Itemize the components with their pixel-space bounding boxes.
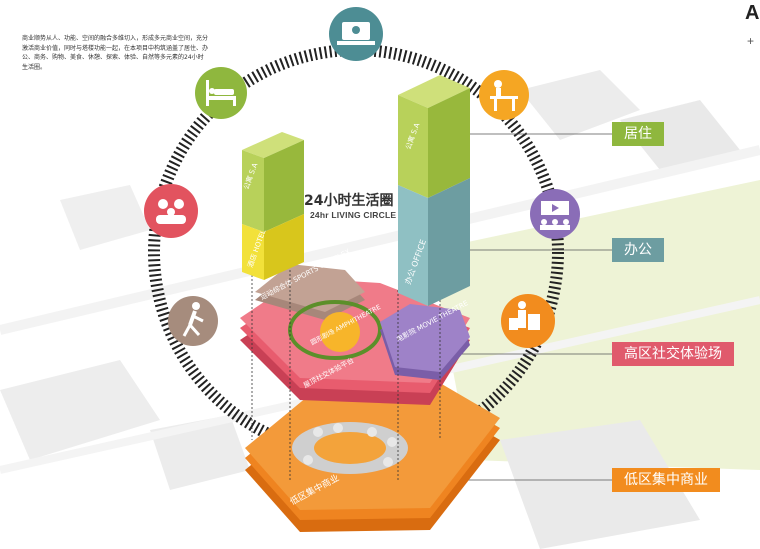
right-tower: 公寓 S.A 办公 OFFICE	[398, 75, 470, 306]
left-tower: 公寓 S.A 酒店 HOTEL	[241, 132, 304, 280]
hotel-bed-icon	[195, 67, 247, 119]
shopping-icon	[501, 294, 555, 348]
intro-paragraph: 商业顺势从人、功能、空间的融合多维切入，形成多元商业空间，充分激活商业价值，同时…	[22, 35, 209, 71]
living-circle-subtitle: 24hr LIVING CIRCLE	[310, 210, 397, 220]
tag-residential: 居住	[612, 122, 664, 146]
tag-low-zone-retail: 低区集中商业	[612, 468, 720, 492]
dining-icon	[479, 70, 529, 120]
living-circle-title: 24小时生活圈	[304, 193, 394, 209]
social-group-icon	[144, 184, 198, 238]
projection-lines	[251, 270, 441, 480]
tag-high-zone-social: 高区社交体验场	[612, 342, 734, 366]
walking-person-icon	[168, 296, 218, 346]
corner-heading-letter: A	[745, 2, 760, 24]
corner-plus-sign: +	[747, 34, 755, 48]
low-zone-retail-block: 低区集中商业	[245, 378, 500, 532]
office-computer-icon	[329, 7, 383, 61]
tag-office: 办公	[612, 238, 664, 262]
cinema-icon	[530, 189, 580, 239]
